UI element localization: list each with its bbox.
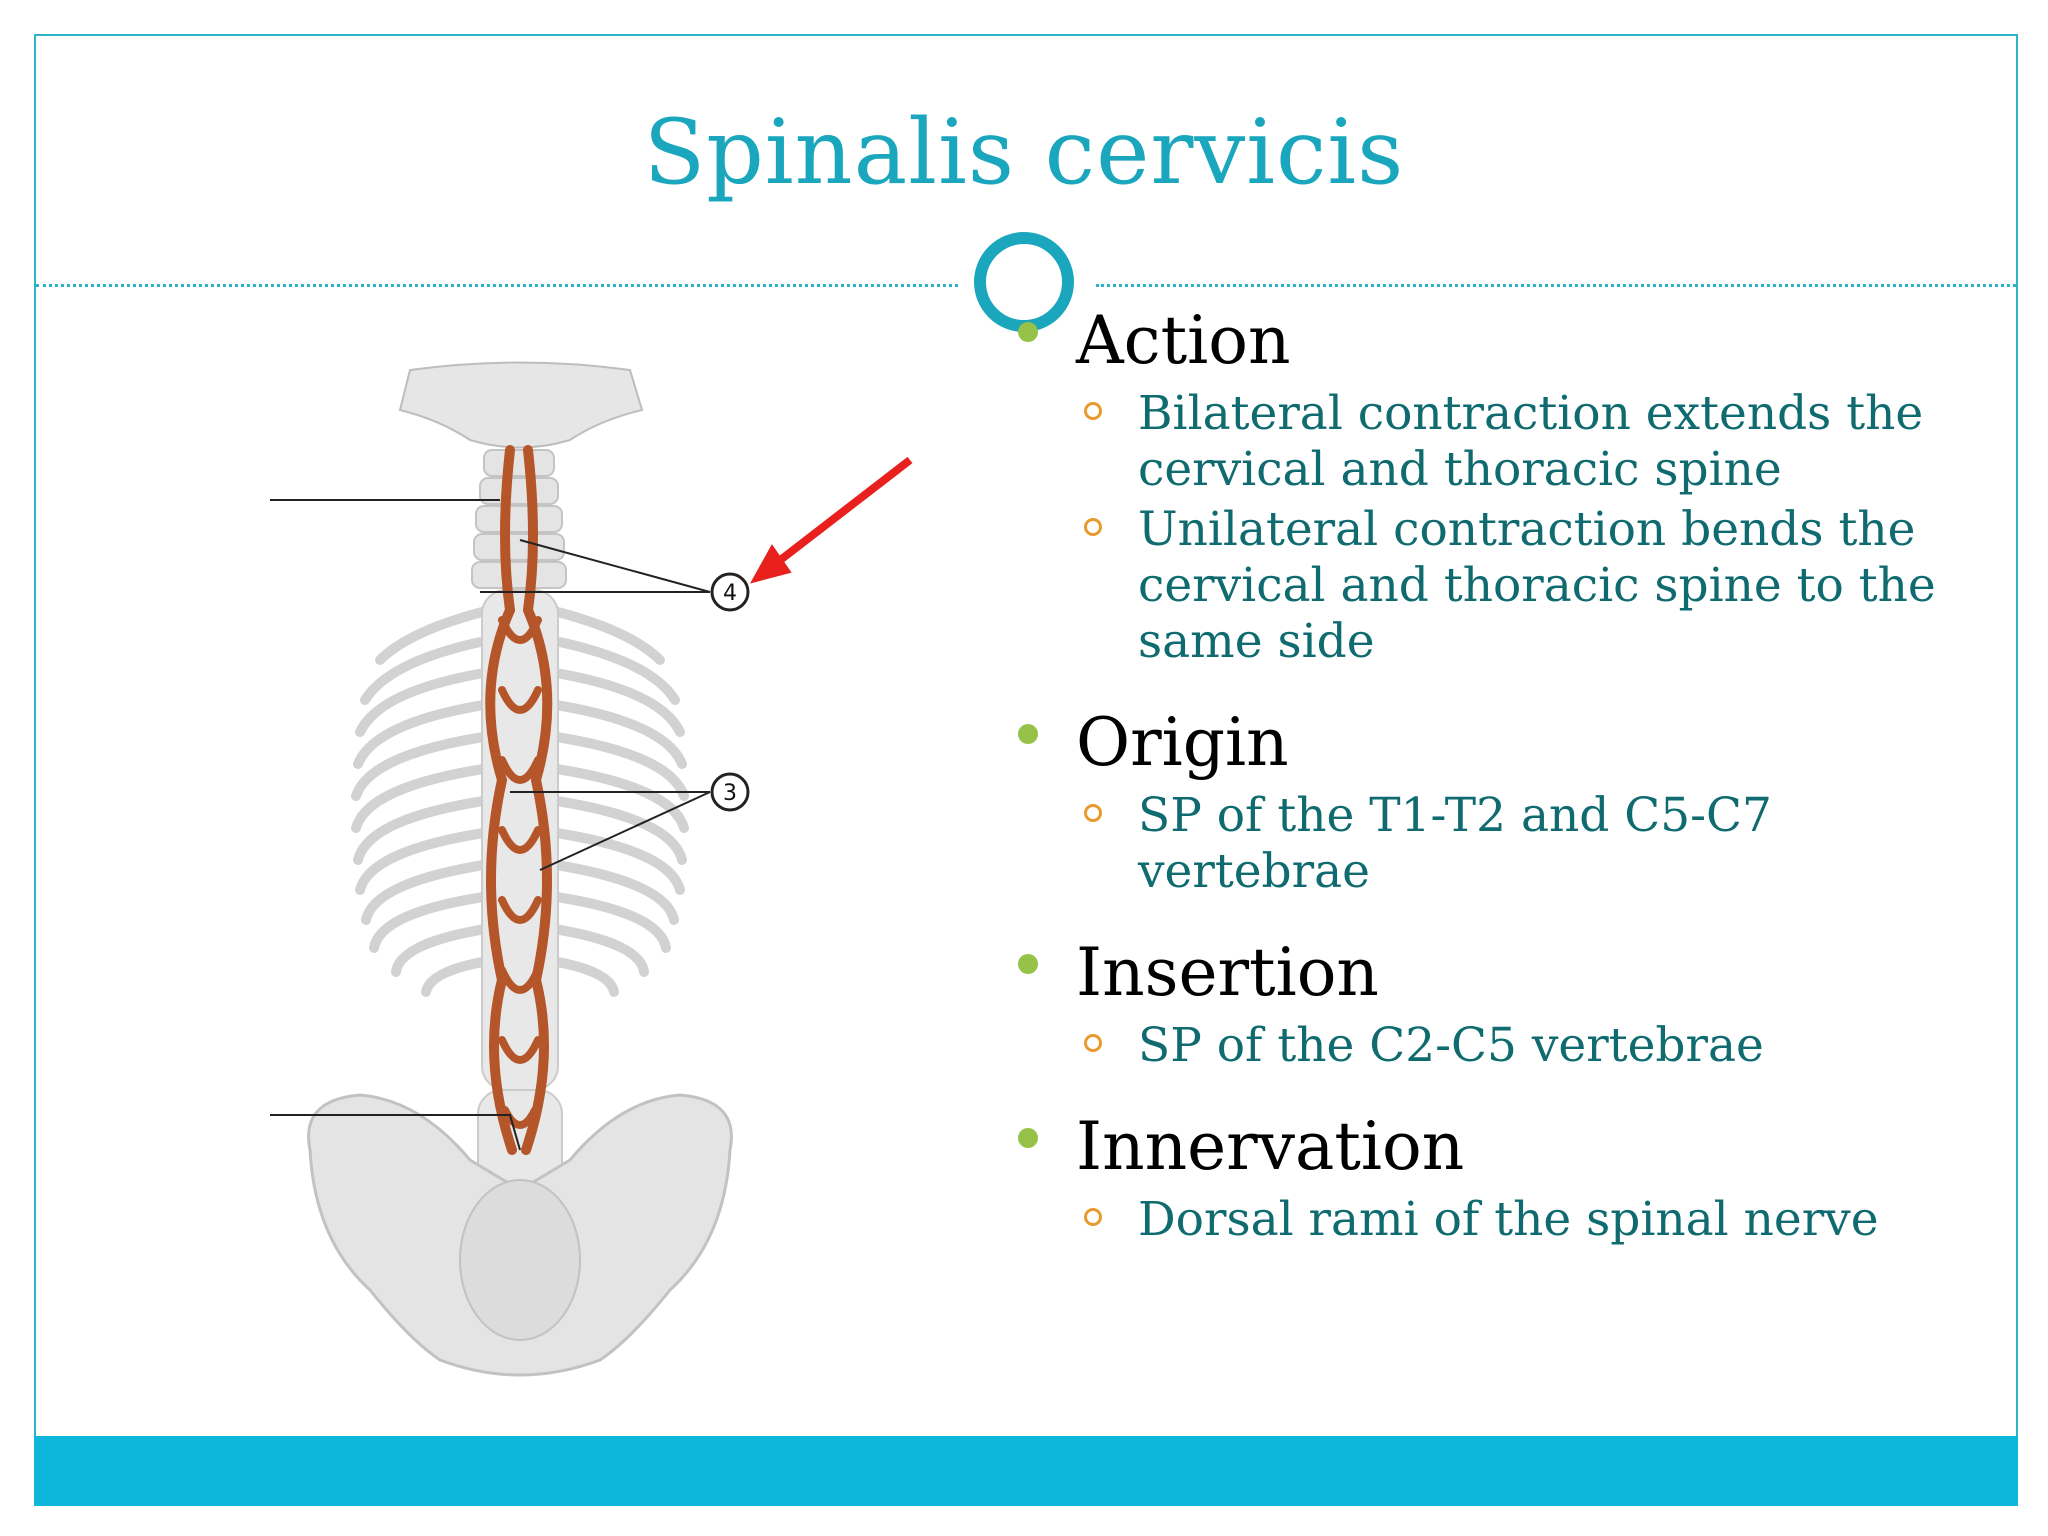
red-pointer-arrow xyxy=(749,456,913,584)
rib-cage xyxy=(351,605,689,997)
heading-row: Insertion xyxy=(1010,932,2010,1014)
label-numbers: 1 2 3 4 xyxy=(723,581,737,806)
section-action: Action Bilateral contraction extends the… xyxy=(1010,300,2010,670)
list-item: Dorsal rami of the spinal nerve xyxy=(1010,1192,2010,1248)
list-item-text: Dorsal rami of the spinal nerve xyxy=(1138,1192,1879,1247)
section-heading: Insertion xyxy=(1076,934,1379,1011)
heading-row: Origin xyxy=(1010,702,2010,784)
cervical-vertebrae xyxy=(471,449,567,589)
section-origin: Origin SP of the T1-T2 and C5-C7 vertebr… xyxy=(1010,702,2010,900)
list-item: Unilateral contraction bends the cervica… xyxy=(1010,502,2010,670)
list-item: SP of the T1-T2 and C5-C7 vertebrae xyxy=(1010,788,2010,900)
section-heading: Innervation xyxy=(1076,1108,1465,1185)
leader-lines xyxy=(270,499,711,1151)
spine-illustration: 1 2 3 4 xyxy=(270,361,913,1377)
section-heading: Origin xyxy=(1076,704,1289,781)
orange-circle-bullet xyxy=(1084,402,1102,420)
list-item-text: SP of the T1-T2 and C5-C7 vertebrae xyxy=(1138,788,1772,899)
skull-base xyxy=(398,361,644,449)
section-innervation: Innervation Dorsal rami of the spinal ne… xyxy=(1010,1106,2010,1248)
title-divider-left xyxy=(36,284,958,287)
section-insertion: Insertion SP of the C2-C5 vertebrae xyxy=(1010,932,2010,1074)
title-divider-right xyxy=(1096,284,2016,287)
list-item-text: Unilateral contraction bends the cervica… xyxy=(1138,502,1936,669)
list-item: SP of the C2-C5 vertebrae xyxy=(1010,1018,2010,1074)
section-heading: Action xyxy=(1076,302,1291,379)
list-item-text: Bilateral contraction extends the cervic… xyxy=(1138,386,1924,497)
green-bullet xyxy=(1018,1128,1038,1148)
green-bullet xyxy=(1018,954,1038,974)
green-bullet xyxy=(1018,322,1038,342)
label-4: 4 xyxy=(723,581,737,606)
label-markers xyxy=(710,572,750,812)
list-item-text: SP of the C2-C5 vertebrae xyxy=(1138,1018,1764,1073)
green-bullet xyxy=(1018,724,1038,744)
bottom-accent-bar xyxy=(34,1436,2018,1506)
heading-row: Innervation xyxy=(1010,1106,2010,1188)
label-3: 3 xyxy=(723,781,737,806)
heading-row: Action xyxy=(1010,300,2010,382)
orange-circle-bullet xyxy=(1084,1208,1102,1226)
orange-circle-bullet xyxy=(1084,804,1102,822)
list-item: Bilateral contraction extends the cervic… xyxy=(1010,386,2010,498)
orange-circle-bullet xyxy=(1084,1034,1102,1052)
content-list: Action Bilateral contraction extends the… xyxy=(1010,300,2010,1280)
spinalis-muscle xyxy=(485,445,553,1155)
slide-title: Spinalis cervicis xyxy=(643,100,1405,205)
orange-circle-bullet xyxy=(1084,518,1102,536)
